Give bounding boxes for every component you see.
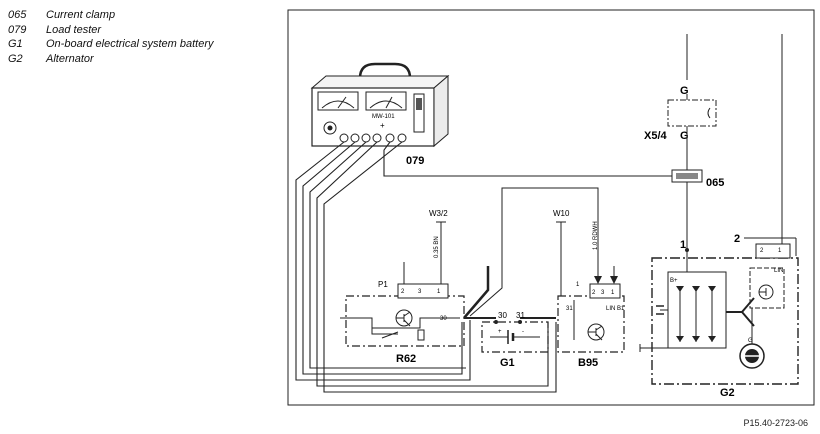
legend-row-065: 065 Current clamp <box>8 8 214 23</box>
relay-sub-label: P1 <box>378 280 388 289</box>
w3-2-ground <box>436 221 446 284</box>
connector-label: X5/4 <box>644 130 668 142</box>
legend-code: G1 <box>8 38 23 50</box>
legend-row-079: 079 Load tester <box>8 23 214 38</box>
b95-term-1: 1 <box>611 290 615 296</box>
legend-code: 079 <box>8 23 27 36</box>
legend-text: On-board electrical system battery <box>46 38 214 50</box>
battery-term-31: 31 <box>516 311 525 320</box>
legend-row-g1: G1 On-board electrical system battery <box>8 37 214 52</box>
rdwh-spec: 1.0 RDWH <box>593 221 599 250</box>
p1-pin-1: 1 <box>437 289 441 295</box>
legend-code: 065 <box>8 9 27 21</box>
battery-plus: + <box>498 329 502 335</box>
relay-r62 <box>340 262 465 347</box>
g2-bplus-label: B+ <box>670 278 678 284</box>
relay-30-label: 30 <box>440 316 447 322</box>
current-clamp-label: 065 <box>706 177 724 189</box>
figure-id: P15.40-2723-06 <box>743 418 808 428</box>
b95-term-2: 2 <box>592 290 596 296</box>
g2-inner-2: 2 <box>760 248 764 254</box>
tester-cables <box>295 141 672 393</box>
legend: 065 Current clamp 079 Load tester G1 On-… <box>8 8 214 66</box>
legend-text: Load tester <box>46 23 102 36</box>
legend-text: Current clamp <box>46 9 116 21</box>
battery-label: G1 <box>500 357 515 369</box>
legend-row-g2: G2 Alternator <box>8 52 214 67</box>
legend-text: Alternator <box>46 52 94 65</box>
battery-minus: - <box>522 329 524 335</box>
tester-plus-label: + <box>380 121 385 130</box>
battery-term-30: 30 <box>498 311 507 320</box>
legend-code: G2 <box>8 52 23 65</box>
sensor-b95 <box>557 266 625 353</box>
b95-term-3: 3 <box>601 290 605 296</box>
b95-pin: 1 <box>576 282 580 288</box>
connector-x5-4 <box>667 94 717 127</box>
relay-label: R62 <box>396 353 416 365</box>
connector-pin-top: G <box>680 85 689 97</box>
tester-model-label: MW-101 <box>372 114 395 120</box>
w10-label: W10 <box>553 209 570 218</box>
current-clamp <box>671 169 703 183</box>
load-tester: MW-101 + <box>310 62 450 148</box>
connector-pin-bottom: G <box>680 130 689 142</box>
diagram-frame <box>287 9 815 406</box>
p1-pin-3: 3 <box>418 289 422 295</box>
alternator-label: G2 <box>720 387 735 399</box>
sensor-label: B95 <box>578 357 598 369</box>
w3-2-label: W3/2 <box>429 209 448 218</box>
b95-inner-31: 31 <box>566 306 573 312</box>
g2-lin-label: LIN <box>774 268 783 274</box>
b95-inner-lin: LIN B1 <box>606 306 625 312</box>
g2-inner-1: 1 <box>778 248 782 254</box>
g2-pin-2: 2 <box>734 233 740 245</box>
load-tester-label: 079 <box>406 155 424 167</box>
g2-g-label: G <box>748 338 753 344</box>
battery-g1 <box>464 317 556 353</box>
p1-pin-2: 2 <box>401 289 405 295</box>
alternator-g2 <box>639 237 799 385</box>
w3-2-spec: 0.35 BN <box>434 236 440 258</box>
g2-pin-1: 1 <box>680 239 686 251</box>
w10-ground <box>556 221 566 296</box>
